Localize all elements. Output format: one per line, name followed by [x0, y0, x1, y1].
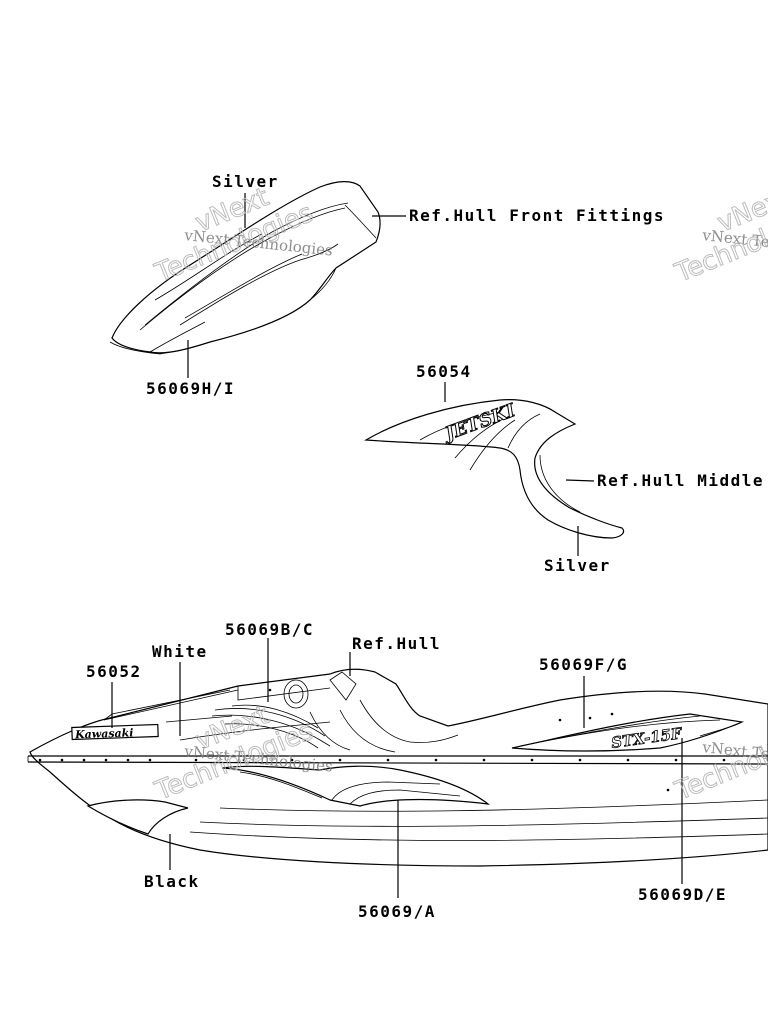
label-part-56052: 56052 — [86, 662, 142, 681]
label-black: Black — [144, 872, 200, 891]
label-ref-hull-middle: Ref.Hull Middle — [597, 471, 764, 490]
label-silver-top: Silver — [212, 172, 279, 191]
label-ref-hull: Ref.Hull — [352, 634, 441, 653]
label-silver-mid: Silver — [544, 556, 611, 575]
front-fitting-decal-part — [109, 181, 381, 355]
label-ref-hull-front-fittings: Ref.Hull Front Fittings — [409, 206, 665, 225]
label-part-56069DE: 56069D/E — [638, 885, 727, 904]
callout-labels: Silver Ref.Hull Front Fittings 56069H/I … — [86, 172, 764, 921]
kawasaki-decal-text: Kawasaki — [74, 726, 134, 741]
rivet-dots — [38, 688, 726, 792]
hull-middle-decal-part: JETSKI — [364, 399, 625, 539]
label-part-56069A: 56069/A — [358, 902, 436, 921]
leader-lines — [111, 193, 683, 898]
label-part-56069HI: 56069H/I — [146, 379, 235, 398]
label-part-56054: 56054 — [416, 362, 472, 381]
label-part-56069FG: 56069F/G — [539, 655, 628, 674]
label-part-56069BC: 56069B/C — [225, 620, 314, 639]
label-white: White — [152, 642, 208, 661]
